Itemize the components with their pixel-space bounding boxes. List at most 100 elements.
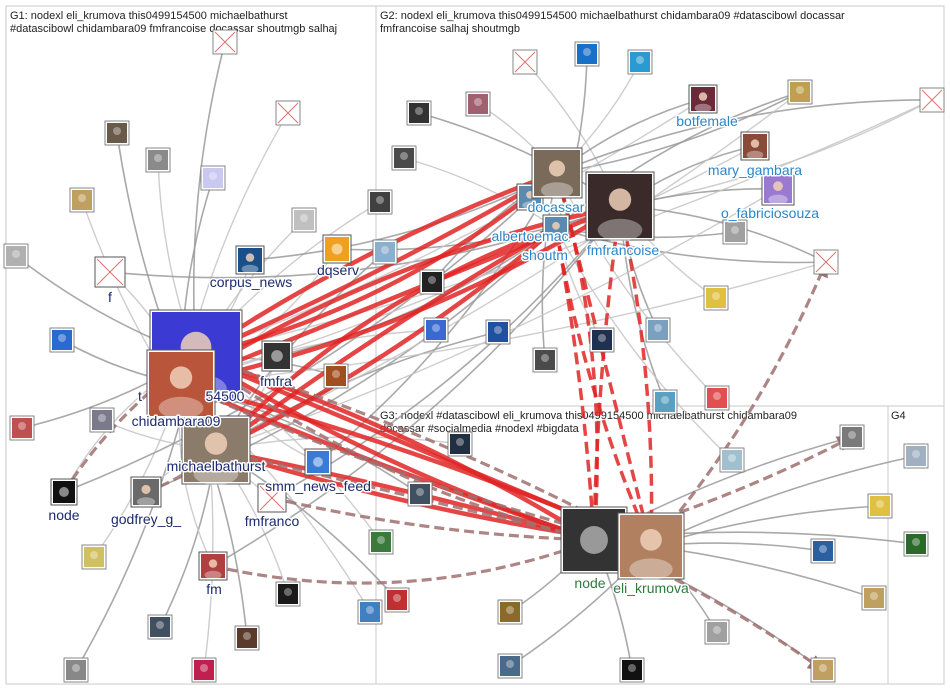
avatar-thumbnail[interactable]: [368, 529, 394, 555]
avatar-thumbnail[interactable]: [574, 41, 600, 67]
graph-edge-46: [650, 505, 881, 549]
avatar-thumbnail[interactable]: [447, 431, 473, 457]
node-fm[interactable]: [198, 551, 228, 581]
group-labels: G1: nodexl eli_krumova this0499154500 mi…: [10, 10, 906, 435]
avatar-thumbnail[interactable]: [81, 544, 107, 570]
avatar-thumbnail[interactable]: [391, 145, 417, 171]
node-fmfra[interactable]: [261, 340, 293, 372]
avatar-photo: [743, 134, 767, 160]
avatar-thumbnail[interactable]: [104, 120, 130, 146]
avatar-thumbnail[interactable]: [323, 363, 349, 389]
graph-edge-103: [618, 205, 659, 548]
avatar-thumbnail[interactable]: [234, 625, 260, 651]
avatar-thumbnail[interactable]: [367, 189, 393, 215]
node-node[interactable]: [50, 478, 78, 506]
avatar-thumbnail[interactable]: [722, 219, 748, 245]
avatar-thumbnail[interactable]: [3, 243, 29, 269]
avatar-thumbnail[interactable]: [903, 443, 929, 469]
broken-image-icon[interactable]: [275, 100, 301, 126]
avatar-photo: [534, 150, 580, 199]
avatar-thumbnail[interactable]: [63, 657, 89, 683]
graph-edge-102: [555, 172, 602, 542]
node-nodexl[interactable]: [560, 506, 628, 574]
node-label-halo: o_fabriciosouza: [721, 205, 819, 221]
node-mary-gambara[interactable]: [740, 131, 770, 161]
avatar-thumbnail[interactable]: [465, 91, 491, 117]
avatar-thumbnail[interactable]: [406, 100, 432, 126]
node-f[interactable]: [94, 256, 126, 288]
avatar-thumbnail[interactable]: [497, 599, 523, 625]
node-label-this0499154500-tail: 54500: [206, 388, 245, 404]
avatar-thumbnail[interactable]: [532, 347, 558, 373]
avatar-thumbnail[interactable]: [861, 585, 887, 611]
node-docassar[interactable]: [531, 147, 583, 199]
graph-edge-29: [403, 157, 557, 229]
avatar-thumbnail[interactable]: [497, 653, 523, 679]
group-label-g3-line2: docassar #socialmedia #nodexl #bigdata: [380, 423, 580, 435]
graph-edge-108: [194, 354, 595, 542]
graph-edge-84: [555, 90, 801, 229]
group-label-g2-line2: fmfrancoise salhaj shoutmgb: [380, 23, 520, 35]
avatar-thumbnail[interactable]: [372, 239, 398, 265]
avatar-thumbnail[interactable]: [145, 147, 171, 173]
avatar-thumbnail[interactable]: [619, 657, 645, 683]
avatar-thumbnail[interactable]: [703, 285, 729, 311]
broken-image-icon[interactable]: [212, 29, 238, 55]
avatar-thumbnail[interactable]: [275, 581, 301, 607]
broken-image-icon[interactable]: [512, 49, 538, 75]
avatar-thumbnail[interactable]: [407, 481, 433, 507]
node-label-halo: chidambara09: [132, 413, 221, 429]
avatar-thumbnail[interactable]: [485, 319, 511, 345]
avatar-thumbnail[interactable]: [69, 187, 95, 213]
avatar-thumbnail[interactable]: [9, 415, 35, 441]
broken-image-icon[interactable]: [813, 249, 839, 275]
node-label-fmfra: fmfra: [260, 373, 292, 389]
avatar-photo: [691, 87, 715, 113]
graph-edge-105: [555, 172, 655, 548]
node-smm-news-feed[interactable]: [304, 448, 332, 476]
avatar-thumbnail[interactable]: [357, 599, 383, 625]
avatar-thumbnail[interactable]: [291, 207, 317, 233]
avatar-thumbnail[interactable]: [49, 327, 75, 353]
avatar-thumbnail[interactable]: [704, 619, 730, 645]
avatar-thumbnail[interactable]: [704, 385, 730, 411]
avatar-thumbnail[interactable]: [903, 531, 929, 557]
node-label-halo: node: [48, 507, 79, 523]
node-godfrey-g-[interactable]: [130, 476, 162, 508]
major-node-layer: [50, 84, 795, 581]
avatar-thumbnail[interactable]: [839, 424, 865, 450]
graph-edge-88: [214, 226, 558, 453]
node-corpus-news[interactable]: [235, 245, 265, 275]
avatar-thumbnail[interactable]: [384, 587, 410, 613]
node-label-nodexl: node: [574, 575, 605, 591]
node-label-halo: shoutm: [522, 247, 568, 263]
avatar-thumbnail[interactable]: [810, 538, 836, 564]
node-eli-krumova[interactable]: [617, 512, 685, 581]
avatar-thumbnail[interactable]: [645, 317, 671, 343]
avatar-thumbnail[interactable]: [191, 657, 217, 683]
avatar-thumbnail[interactable]: [589, 327, 615, 353]
node-dqserv[interactable]: [322, 234, 352, 264]
avatar-thumbnail[interactable]: [810, 657, 836, 683]
avatar-thumbnail[interactable]: [200, 165, 226, 191]
node-o-fabriciosouza[interactable]: [761, 172, 795, 206]
avatar-thumbnail[interactable]: [423, 317, 449, 343]
avatar-thumbnail[interactable]: [719, 447, 745, 473]
node-label-fm: fm: [206, 581, 222, 597]
node-botfemale[interactable]: [688, 84, 718, 114]
avatar-thumbnail[interactable]: [147, 614, 173, 640]
node-fmfrancoise[interactable]: [585, 171, 655, 242]
node-label-halo: botfemale: [676, 113, 738, 129]
avatar-thumbnail[interactable]: [89, 407, 115, 433]
node-chidambara09[interactable]: [146, 349, 216, 420]
avatar-thumbnail[interactable]: [652, 389, 678, 415]
node-michaelbathurst[interactable]: [181, 415, 251, 486]
avatar-thumbnail[interactable]: [419, 269, 445, 295]
avatar-thumbnail[interactable]: [867, 493, 893, 519]
node-label-docassar: docassar: [528, 199, 585, 215]
broken-image-icon[interactable]: [919, 87, 945, 113]
avatar-thumbnail[interactable]: [787, 79, 813, 105]
node-shoutmgb[interactable]: [542, 214, 570, 242]
avatar-thumbnail[interactable]: [627, 49, 653, 75]
node-fmfranco[interactable]: [257, 483, 287, 513]
